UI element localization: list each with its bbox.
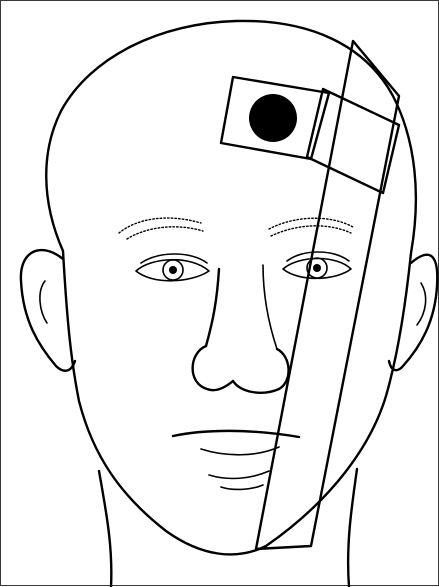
adjacent-field-box <box>307 89 399 193</box>
right-eyebrow <box>269 218 353 229</box>
nose <box>193 265 289 393</box>
right-eyebrow-2 <box>271 226 351 236</box>
lesion-spot <box>249 94 297 142</box>
neck-left <box>99 471 111 587</box>
neck-right <box>348 469 357 587</box>
mouth <box>173 431 299 490</box>
left-eyebrow-2 <box>127 227 203 239</box>
left-eye <box>136 254 209 281</box>
right-eye <box>283 252 351 278</box>
left-eyebrow <box>119 218 201 233</box>
